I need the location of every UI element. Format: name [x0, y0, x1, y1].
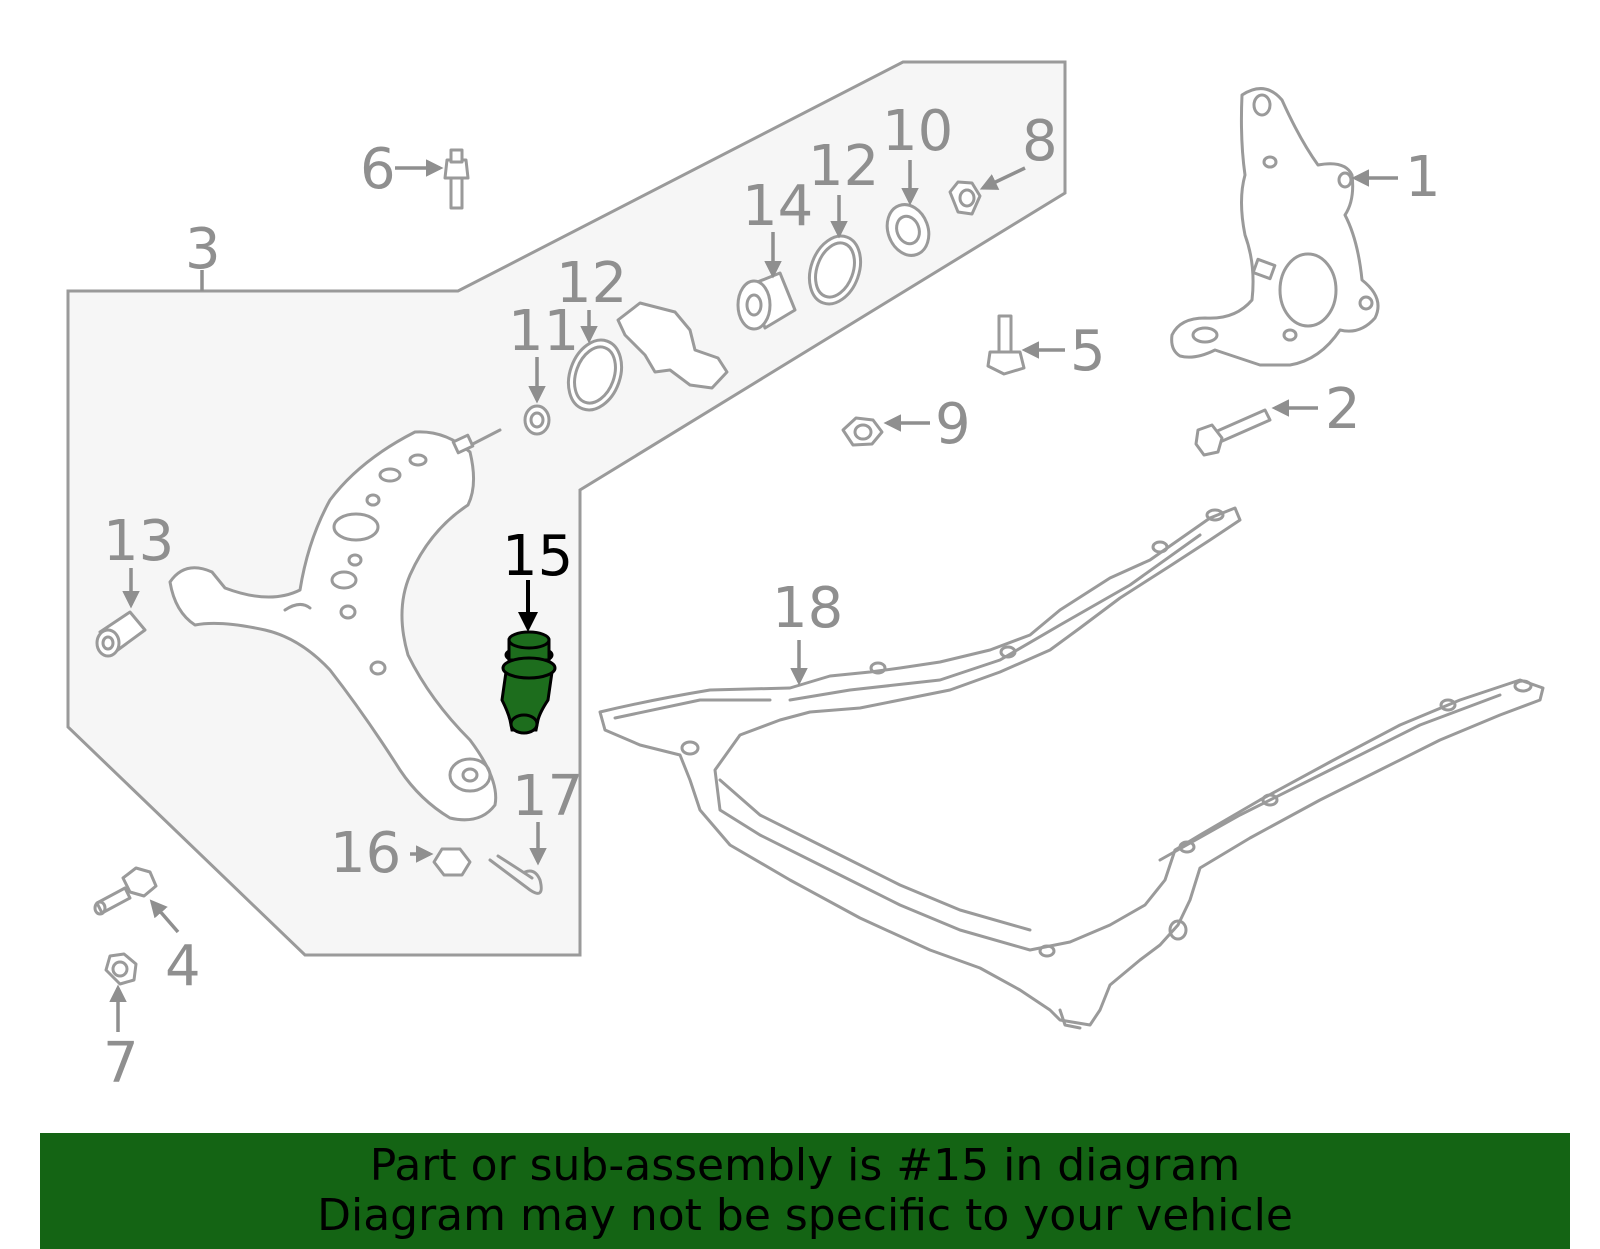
bushing-13 — [95, 610, 147, 658]
callout-9: 9 — [935, 392, 971, 457]
callout-4: 4 — [165, 934, 201, 999]
info-banner: Part or sub-assembly is #15 in diagram D… — [40, 1133, 1570, 1249]
bolt-5 — [986, 314, 1026, 376]
callout-16: 16 — [330, 821, 401, 886]
nut-7 — [104, 952, 138, 986]
callout-8: 8 — [1022, 109, 1058, 174]
callout-arrows — [109, 159, 1398, 1032]
banner-line-1: Part or sub-assembly is #15 in diagram — [369, 1140, 1241, 1191]
callout-3: 3 — [185, 217, 221, 282]
ball-joint-15-highlighted — [500, 630, 557, 735]
callout-6: 6 — [360, 137, 396, 202]
washer-10 — [885, 203, 931, 257]
cotter-pin-17 — [488, 854, 543, 895]
bolt-6 — [443, 148, 470, 210]
nut-16 — [432, 847, 472, 877]
bolt-2 — [1194, 408, 1272, 457]
callout-7: 7 — [103, 1031, 139, 1096]
nut-8 — [948, 180, 982, 216]
callout-2: 2 — [1325, 377, 1361, 442]
callout-10: 10 — [882, 99, 953, 164]
callout-14: 14 — [742, 174, 813, 239]
subframe-18 — [598, 506, 1545, 1030]
callout-12-lower: 12 — [556, 251, 627, 316]
callout-15-highlighted: 15 — [502, 524, 573, 589]
seal-12-lower — [566, 338, 624, 412]
steering-knuckle-1 — [1170, 87, 1380, 367]
callout-17: 17 — [512, 764, 583, 829]
banner-line-2: Diagram may not be specific to your vehi… — [317, 1190, 1293, 1241]
callout-5: 5 — [1070, 319, 1106, 384]
callout-11: 11 — [508, 299, 579, 364]
callout-1: 1 — [1405, 145, 1441, 210]
callout-18: 18 — [772, 576, 843, 641]
control-arm-part — [168, 428, 502, 822]
bolt-4 — [93, 866, 158, 916]
bracket-part — [616, 301, 729, 390]
washer-11 — [523, 404, 551, 436]
callout-labels: 1 2 3 4 5 6 7 8 9 10 11 12 12 13 14 15 1… — [103, 99, 1441, 1096]
callout-13: 13 — [103, 509, 174, 574]
nut-9 — [841, 416, 884, 447]
callout-12-upper: 12 — [808, 134, 879, 199]
